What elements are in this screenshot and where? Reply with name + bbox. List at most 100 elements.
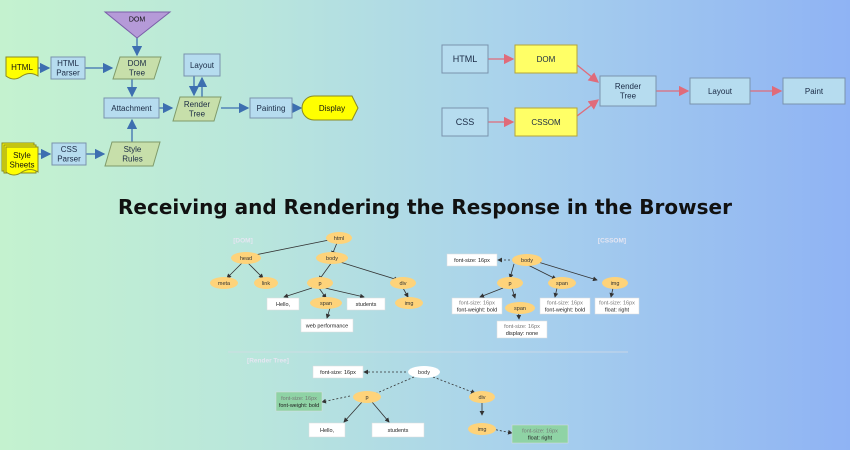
cssom-node-span-a [548, 277, 576, 289]
dom-source-shape [103, 11, 172, 39]
edges-layer [38, 38, 783, 435]
cssom-node-p [497, 277, 523, 289]
render-edge-2 [432, 376, 476, 394]
pipe-cssom-label: CSSOM [531, 118, 561, 127]
render-node-students-label-1: students [388, 428, 409, 434]
html-doc-label: HTML [11, 63, 33, 72]
cssom-style-span [539, 297, 591, 315]
pipe-edge-cssom-render [576, 99, 600, 117]
layout-box [183, 53, 221, 77]
cssom-node-body-label: body [521, 258, 533, 264]
css-parser [51, 142, 87, 166]
render-font-size-label-1: font-size: 16px [320, 370, 356, 376]
page-title: Receiving and Rendering the Response in … [118, 195, 732, 219]
pipe-cssom [514, 107, 578, 137]
pipe-render [599, 75, 657, 107]
dom-edge-2 [226, 261, 244, 279]
cssom-node-p-label: p [508, 281, 511, 287]
render-node-body-label: body [418, 370, 430, 376]
cssom-style-hidden [496, 320, 548, 339]
pipe-edge-dom-render [576, 64, 600, 83]
pipe-layout [689, 77, 751, 105]
cssom-font-size-label-1: font-size: 16px [454, 258, 490, 264]
dom-node-head [231, 252, 261, 264]
cssom-style-img-label-2: float: right [605, 307, 630, 313]
cssom-tree-label: [CSSOM] [598, 237, 626, 244]
dom-node-meta [210, 277, 238, 289]
cssom-node-span-b-label: span [514, 306, 526, 312]
dom-node-link-label: link [262, 281, 271, 287]
dom-node-body-label: body [326, 256, 338, 262]
attachment-box [103, 97, 160, 119]
cssom-edge-8 [609, 287, 615, 298]
cssom-node-span-a-label: span [556, 281, 568, 287]
dom-node-web-performance-label-1: web performance [305, 323, 349, 329]
cssom-font-size [446, 253, 498, 267]
render-edge-7 [321, 395, 351, 404]
cssom-style-span-label-2: font-weight: bold [545, 307, 585, 313]
dom-node-span [310, 297, 342, 309]
render-style-img [511, 424, 569, 444]
dom-edge-0 [249, 237, 340, 258]
dom-node-div-label: div [399, 281, 406, 287]
dom-node-div [390, 277, 416, 289]
painting-box-label: Painting [257, 104, 286, 113]
pipe-html [441, 44, 489, 74]
cssom-style-p-label-2: font-weight: bold [457, 307, 497, 313]
dom-node-p-label: p [318, 281, 321, 287]
render-node-img [468, 423, 496, 435]
render-edge-6 [491, 428, 513, 435]
cssom-edge-1 [508, 263, 515, 279]
pipe-dom-label: DOM [537, 55, 556, 64]
render-edge-4 [371, 401, 390, 423]
pipe-html-label: HTML [453, 54, 478, 64]
cssom-style-hidden-label-1: font-size: 16px [504, 324, 540, 330]
render-font-size [312, 365, 364, 379]
dom-edge-5 [339, 261, 399, 282]
pipe-layout-label: Layout [708, 87, 733, 96]
render-edge-3 [343, 401, 363, 423]
attachment-box-label: Attachment [111, 104, 152, 113]
render-style-img-label-1: font-size: 16px [522, 428, 558, 434]
dom-source-label: DOM [129, 16, 146, 23]
dom-edge-4 [318, 261, 333, 281]
dom-node-img [395, 297, 423, 309]
dom-node-students-label-1: students [356, 302, 377, 308]
dom-edge-9 [325, 307, 331, 319]
pipe-css-label: CSS [456, 117, 475, 127]
style-rules-box [104, 141, 161, 167]
dom-node-students [346, 297, 386, 311]
render-style-img-label-2: float: right [528, 435, 553, 441]
render-node-p [353, 391, 381, 403]
painting-box [249, 97, 293, 119]
cssom-style-span-label-1: font-size: 16px [547, 300, 583, 306]
dom-node-img-label: img [405, 301, 414, 307]
display-shape-label: Display [319, 104, 345, 113]
cssom-style-p [451, 297, 503, 315]
render-node-hello-label-1: Hello, [320, 428, 335, 434]
dom-node-link [254, 277, 278, 289]
cssom-style-img [594, 297, 640, 315]
pipe-paint [782, 77, 846, 105]
pipe-paint-label: Paint [805, 87, 824, 96]
cssom-edge-2 [525, 263, 557, 280]
dom-edge-3 [246, 261, 264, 279]
dom-tree [112, 56, 162, 80]
dom-node-body [316, 252, 348, 264]
dom-node-meta-label: meta [218, 281, 231, 287]
dom-node-head-label: head [240, 256, 252, 262]
display-shape [301, 95, 359, 121]
dom-node-web-performance [300, 318, 354, 333]
render-tree-label: [Render Tree] [247, 357, 289, 364]
cssom-edge-4 [479, 287, 504, 298]
cssom-style-img-label-1: font-size: 16px [599, 300, 635, 306]
cssom-node-span-b [505, 302, 535, 314]
dom-tree-label: [DOM] [233, 237, 253, 244]
pipe-css [441, 107, 489, 137]
html-parser [50, 56, 86, 80]
